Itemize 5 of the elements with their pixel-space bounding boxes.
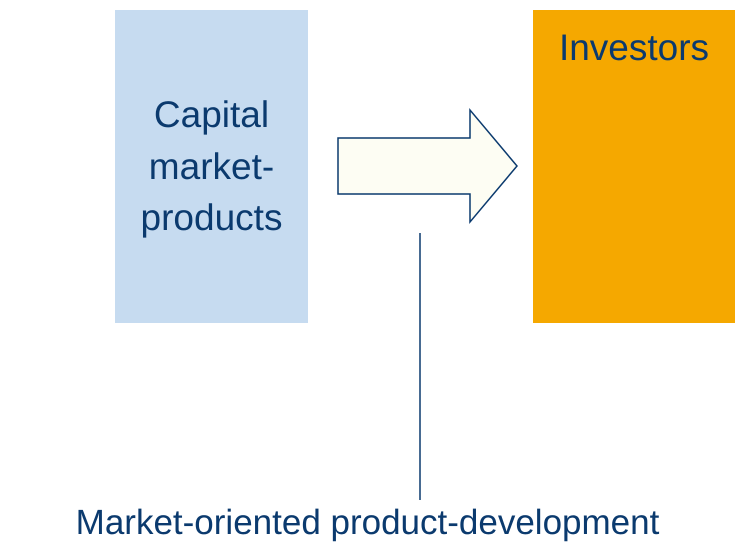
category-box: Capital market-products bbox=[115, 10, 308, 323]
annotation-text: Market-oriented product-development bbox=[76, 500, 660, 546]
leader-line bbox=[419, 233, 421, 500]
category-box: Investors bbox=[533, 10, 735, 323]
block-arrow bbox=[337, 108, 518, 224]
